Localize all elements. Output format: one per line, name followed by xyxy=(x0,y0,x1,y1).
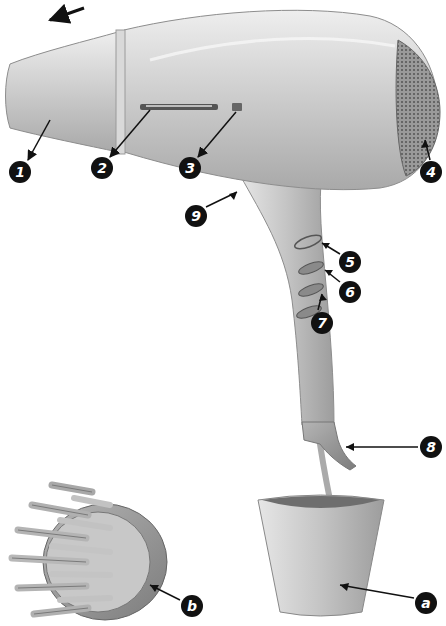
callout-number: 8 xyxy=(420,436,442,458)
callout-number: b xyxy=(181,595,203,617)
callout-number: 3 xyxy=(179,157,201,179)
callout-number: 2 xyxy=(91,157,113,179)
callout-number: 5 xyxy=(339,251,361,273)
callout-number: 7 xyxy=(311,312,333,334)
callout-number: 9 xyxy=(185,205,207,227)
callout-number: 6 xyxy=(339,281,361,303)
callout-number: 1 xyxy=(9,161,31,183)
callout-number: a xyxy=(415,592,437,614)
callout-number: 4 xyxy=(420,161,442,183)
